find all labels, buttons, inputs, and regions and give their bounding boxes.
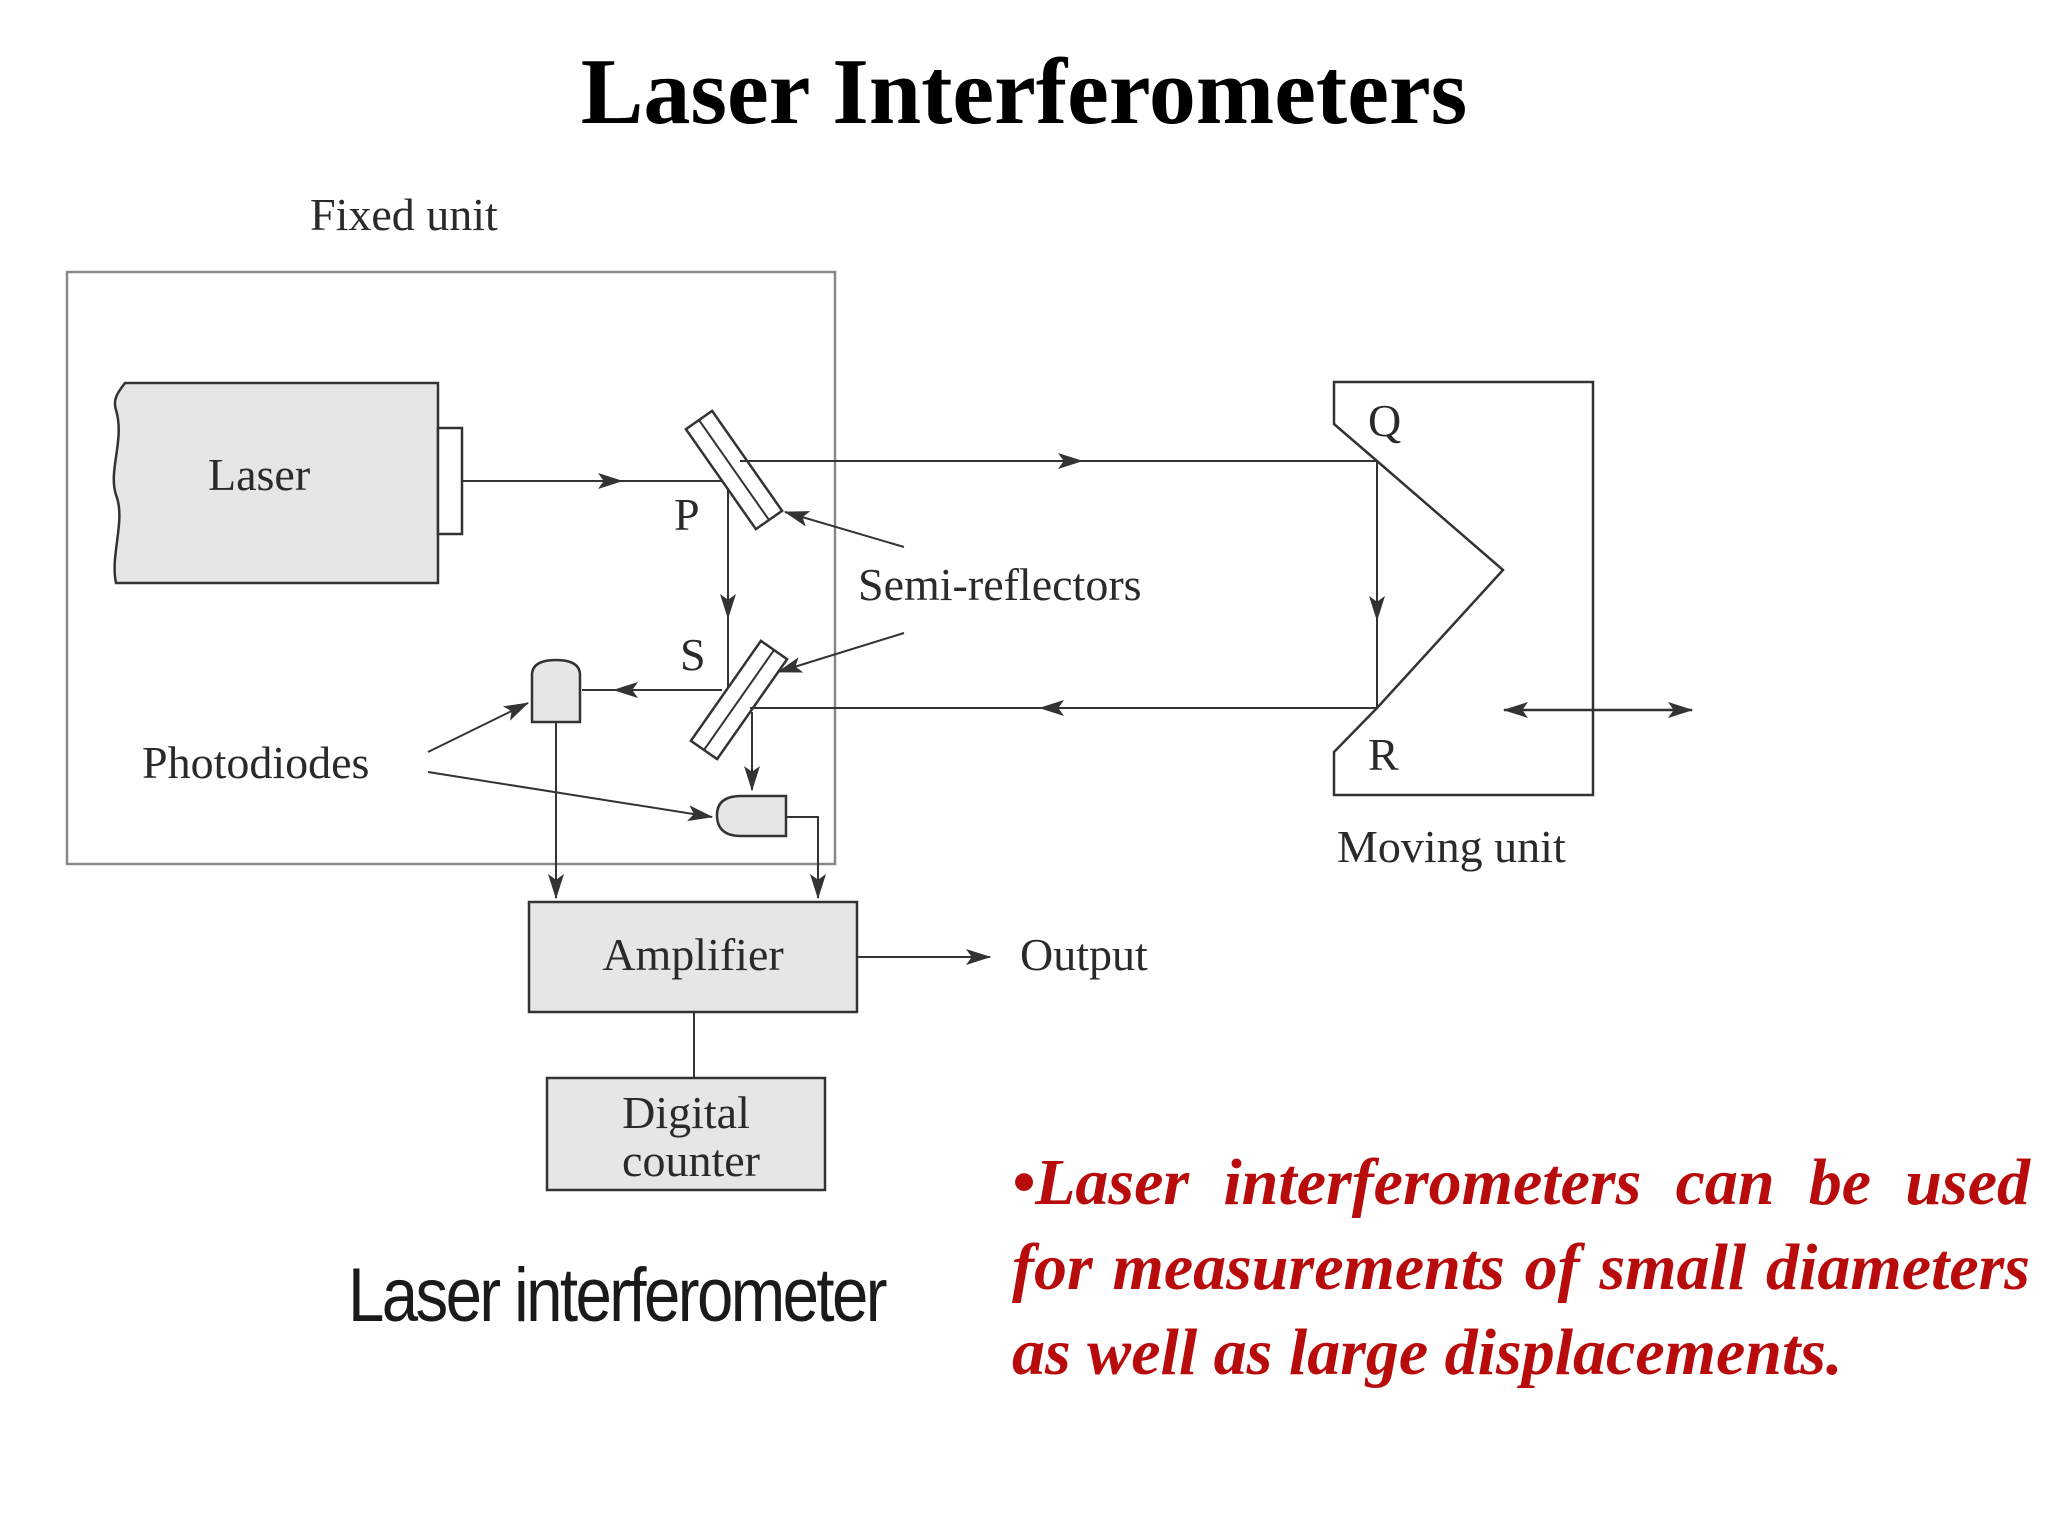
pointer-semi-reflector-s [776, 632, 905, 673]
fixed-unit-box [65, 270, 837, 866]
pointer-photodiode-2 [427, 771, 714, 822]
amplifier-label: Amplifier [602, 929, 783, 980]
photodiode-1 [530, 658, 582, 724]
point-r-label: R [1368, 729, 1399, 780]
laser-box [112, 381, 440, 585]
amplifier-box [527, 900, 859, 1014]
semi-reflector-s [689, 639, 789, 761]
point-q-label: Q [1368, 395, 1401, 446]
laser-label: Laser [208, 449, 310, 500]
fixed-unit-label: Fixed unit [310, 189, 498, 240]
digital-counter-box [545, 1076, 827, 1192]
photodiode-2 [715, 794, 788, 838]
semi-reflectors-label: Semi-reflectors [858, 559, 1142, 610]
moving-unit-label: Moving unit [1337, 821, 1566, 872]
note-text: •Laser interferometers can be used for m… [1012, 1146, 2030, 1389]
pointer-semi-reflector-p [783, 511, 905, 548]
pointer-photodiode-1 [427, 702, 530, 753]
wire-photodiode-2-to-amplifier [786, 816, 826, 900]
moving-unit-box [1332, 380, 1595, 797]
slide-title: Laser Interferometers [580, 40, 1468, 144]
diagram-caption: Laser interferometer [348, 1253, 887, 1338]
laser-aperture [436, 426, 464, 536]
photodiodes-label: Photodiodes [142, 737, 369, 788]
point-p-label: P [674, 489, 700, 540]
output-label: Output [1020, 929, 1148, 980]
semi-reflector-p [684, 409, 784, 531]
digital-counter-label-line-1: Digital [622, 1087, 750, 1138]
digital-counter-label-line-2: counter [622, 1135, 760, 1186]
point-s-label: S [680, 629, 706, 680]
